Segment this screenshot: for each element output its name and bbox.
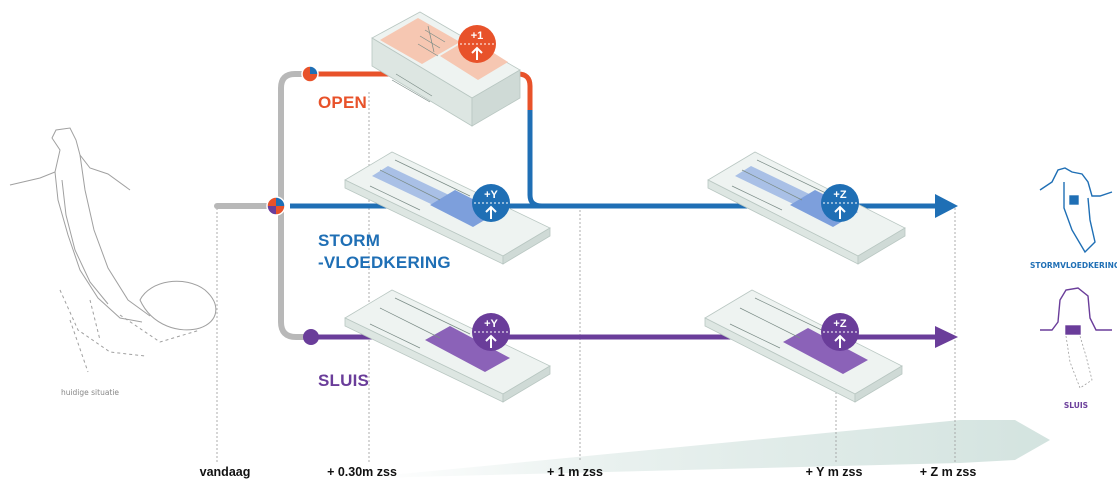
sluis-start-node bbox=[303, 329, 319, 345]
sluis-outcome-channel bbox=[1065, 335, 1093, 389]
storm-badge-2-label: +Z bbox=[833, 189, 846, 201]
stormvloedkering-outcome-sketch bbox=[1039, 167, 1113, 254]
timeline-tick-y: + Y m zss bbox=[806, 465, 863, 479]
timeline-tick-z: + Z m zss bbox=[920, 465, 977, 479]
route-label-storm-2: -VLOEDKERING bbox=[318, 253, 451, 272]
sluis-badge-1: +Y bbox=[472, 313, 510, 351]
sluis-badge-2-label: +Z bbox=[833, 318, 846, 330]
trunk-pathway bbox=[214, 71, 311, 340]
sluis-badge-2: +Z bbox=[821, 313, 859, 351]
storm-badge-1-label: +Y bbox=[484, 189, 498, 201]
timeline-tick-030: + 0.30m zss bbox=[327, 465, 397, 479]
stormvloedkering-outcome-caption: STORMVLOEDKERING bbox=[1030, 261, 1117, 270]
route-label-storm-1: STORM bbox=[318, 231, 380, 250]
lock-model-2 bbox=[704, 289, 903, 403]
sluis-outcome-sketch bbox=[1040, 287, 1112, 335]
time-reference-lines bbox=[216, 92, 956, 462]
storm-badge-1: +Y bbox=[472, 184, 510, 222]
storm-arrowhead bbox=[935, 194, 958, 218]
timeline-tick-1m: + 1 m zss bbox=[547, 465, 603, 479]
storm-barrier-model-1 bbox=[344, 151, 551, 265]
current-situation-caption: huidige situatie bbox=[61, 388, 119, 397]
arrow-up-icon bbox=[485, 205, 497, 219]
timeline-tick-today: vandaag bbox=[200, 465, 251, 479]
route-label-open: OPEN bbox=[318, 93, 367, 112]
timeline-arrow bbox=[370, 420, 1050, 478]
route-label-sluis: SLUIS bbox=[318, 371, 369, 390]
arrow-up-icon bbox=[834, 334, 846, 348]
sluis-badge-1-label: +Y bbox=[484, 318, 498, 330]
arrow-up-icon bbox=[834, 205, 846, 219]
open-harbour-model bbox=[371, 11, 521, 127]
decision-node-open bbox=[301, 65, 319, 83]
arrow-up-icon bbox=[485, 334, 497, 348]
open-badge: +1 bbox=[458, 25, 496, 63]
open-badge-label: +1 bbox=[471, 30, 484, 42]
sluis-outcome-caption: SLUIS bbox=[1064, 401, 1088, 410]
storm-badge-2: +Z bbox=[821, 184, 859, 222]
sluis-arrowhead bbox=[935, 326, 958, 348]
decision-node-main bbox=[266, 196, 286, 216]
lock-model-1 bbox=[344, 289, 551, 403]
current-situation-sketch bbox=[9, 127, 217, 373]
arrow-up-icon bbox=[471, 46, 483, 60]
